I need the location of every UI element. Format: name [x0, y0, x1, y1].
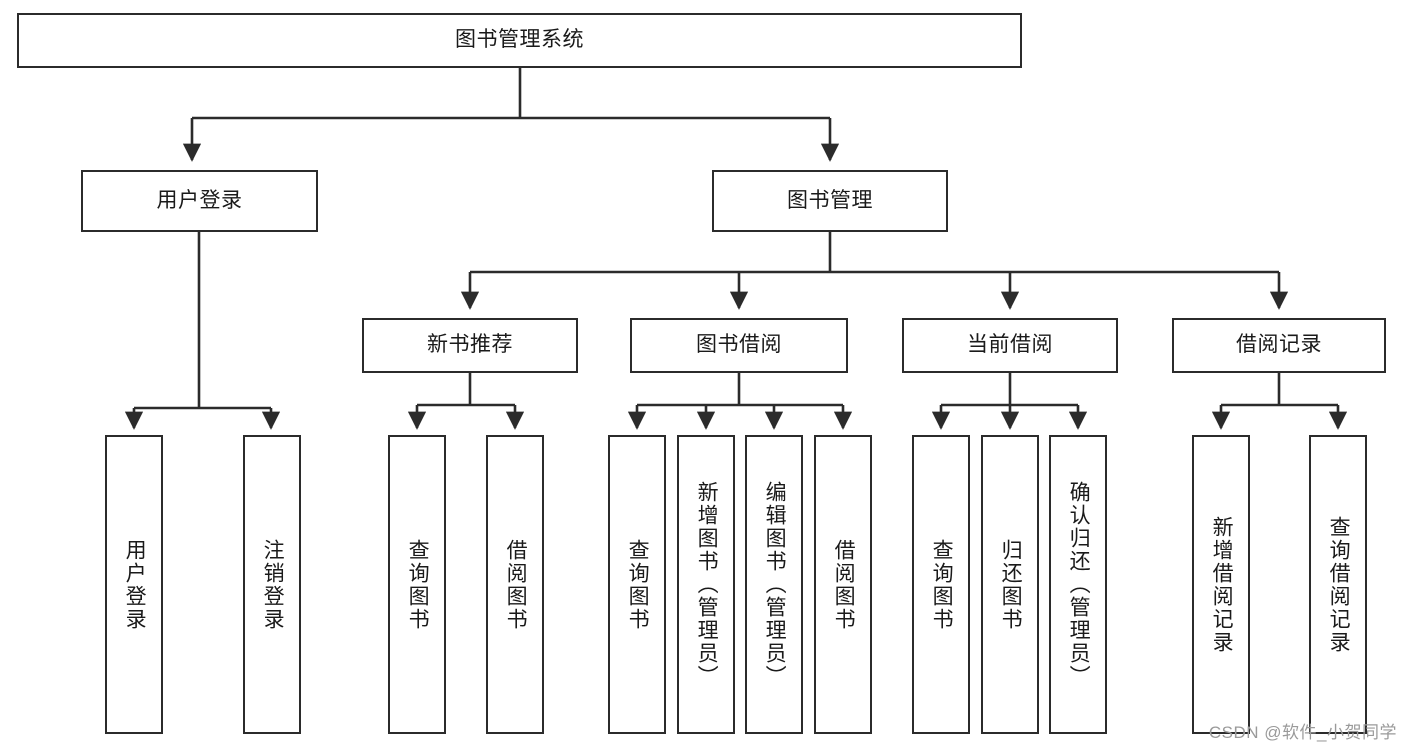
node-leaf-borrow-book-1[interactable]: 借阅图书 — [486, 435, 544, 734]
node-label: 归还图书 — [999, 538, 1023, 631]
csdn-watermark: CSDN @软件_小贺同学 — [1208, 723, 1397, 742]
node-book-borrow[interactable]: 图书借阅 — [630, 318, 848, 373]
node-current-borrow[interactable]: 当前借阅 — [902, 318, 1118, 373]
node-leaf-logout-login[interactable]: 注销登录 — [243, 435, 301, 734]
node-label: 查询图书 — [930, 538, 954, 631]
node-label: 新书推荐 — [427, 333, 513, 357]
node-label: 新增借阅记录 — [1210, 515, 1234, 654]
node-label: 确认归还（管理员） — [1067, 481, 1091, 688]
node-label: 注销登录 — [261, 538, 285, 631]
node-label: 借阅记录 — [1236, 333, 1322, 357]
node-user-login[interactable]: 用户登录 — [81, 170, 318, 232]
node-leaf-add-borrow-record[interactable]: 新增借阅记录 — [1192, 435, 1250, 734]
node-label: 用户登录 — [123, 538, 147, 631]
node-root-system[interactable]: 图书管理系统 — [17, 13, 1022, 68]
node-leaf-query-book-2[interactable]: 查询图书 — [608, 435, 666, 734]
node-leaf-return-book[interactable]: 归还图书 — [981, 435, 1039, 734]
node-label: 当前借阅 — [967, 333, 1053, 357]
node-label: 图书管理系统 — [455, 28, 584, 52]
node-label: 编辑图书（管理员） — [763, 481, 787, 688]
node-leaf-borrow-book-2[interactable]: 借阅图书 — [814, 435, 872, 734]
node-book-manage[interactable]: 图书管理 — [712, 170, 948, 232]
node-leaf-confirm-return[interactable]: 确认归还（管理员） — [1049, 435, 1107, 734]
node-label: 图书管理 — [787, 188, 873, 212]
node-leaf-user-login[interactable]: 用户登录 — [105, 435, 163, 734]
node-leaf-edit-book[interactable]: 编辑图书（管理员） — [745, 435, 803, 734]
node-leaf-query-book-3[interactable]: 查询图书 — [912, 435, 970, 734]
node-label: 用户登录 — [156, 188, 243, 212]
node-label: 借阅图书 — [504, 538, 528, 631]
node-leaf-query-borrow-record[interactable]: 查询借阅记录 — [1309, 435, 1367, 734]
node-label: 新增图书（管理员） — [695, 481, 719, 688]
node-label: 查询借阅记录 — [1327, 515, 1351, 654]
node-leaf-add-book[interactable]: 新增图书（管理员） — [677, 435, 735, 734]
node-new-book-recommend[interactable]: 新书推荐 — [362, 318, 578, 373]
node-label: 图书借阅 — [696, 333, 782, 357]
node-label: 查询图书 — [406, 538, 430, 631]
node-borrow-record[interactable]: 借阅记录 — [1172, 318, 1386, 373]
node-label: 借阅图书 — [832, 538, 856, 631]
node-leaf-query-book-1[interactable]: 查询图书 — [388, 435, 446, 734]
node-label: 查询图书 — [626, 538, 650, 631]
